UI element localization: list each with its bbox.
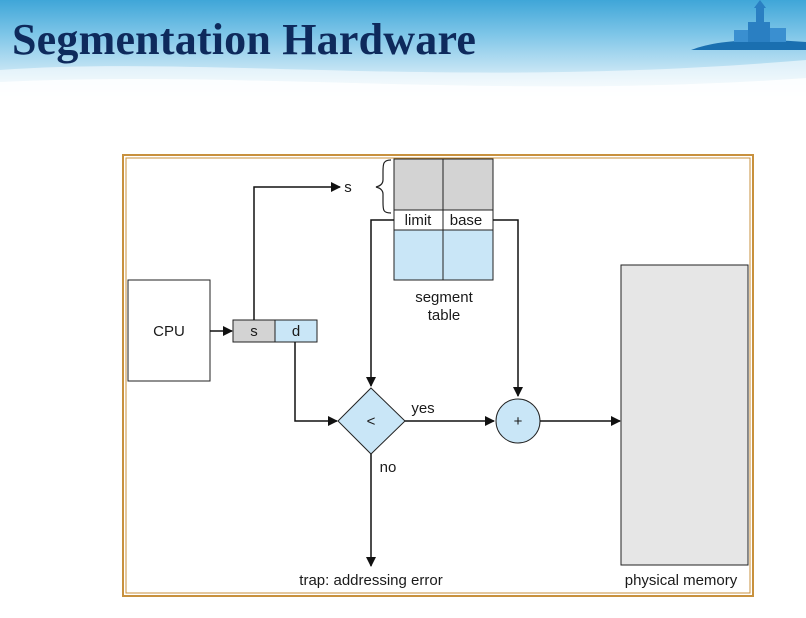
physical-memory-label: physical memory	[625, 572, 738, 589]
cpu-label: CPU	[153, 323, 185, 340]
diagram-frame-inner	[125, 157, 751, 594]
address-offset-field	[274, 319, 318, 343]
segment-brace	[375, 159, 392, 214]
yes-label: yes	[411, 400, 434, 417]
address-offset-label: d	[292, 323, 300, 340]
trap-label: trap: addressing error	[299, 572, 442, 589]
limit-label: limit	[405, 212, 432, 229]
comparator-label: <	[367, 413, 376, 430]
diagram-frame-outer	[122, 154, 754, 597]
limit-to-comparator-arrow	[366, 219, 394, 387]
table-index-label: s	[344, 179, 352, 196]
segment-table-bottom-left	[393, 229, 444, 281]
address-segment-label: s	[250, 323, 258, 340]
segment-table-caption-line1: segment	[415, 289, 473, 306]
slide-title: Segmentation Hardware	[12, 15, 477, 64]
no-label: no	[380, 459, 397, 476]
base-label: base	[450, 212, 483, 229]
castle-logo-icon	[691, 0, 806, 50]
base-to-adder-arrow	[493, 219, 523, 397]
segment-table-top-left	[393, 158, 444, 211]
segment-table-bottom-right	[442, 229, 494, 281]
physical-memory-box	[620, 264, 749, 566]
offset-to-comparator-arrow	[294, 342, 338, 426]
segment-table-top-right	[442, 158, 494, 211]
segment-table-caption-line2: table	[428, 307, 461, 324]
cpu-box	[127, 279, 211, 382]
segment-index-arrow	[253, 182, 341, 320]
header-swoosh	[0, 60, 806, 100]
adder-label: +	[514, 413, 523, 430]
